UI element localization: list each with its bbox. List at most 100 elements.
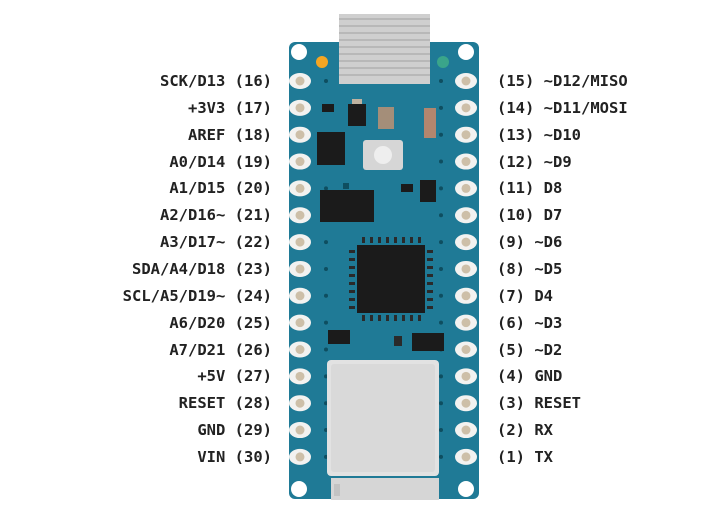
heatsink-fin	[339, 60, 430, 62]
mcu-pin	[402, 237, 405, 243]
pin-number: (18)	[234, 125, 272, 144]
left-pin-label: AREF (18)	[188, 125, 272, 145]
heatsink-fin	[339, 74, 430, 76]
right-pin-label: (1) TX	[497, 447, 553, 467]
right-pin-label: (10) D7	[497, 205, 562, 225]
smd-part	[394, 336, 402, 346]
left-pin-pad	[289, 260, 311, 277]
reset-button-cap	[374, 146, 392, 164]
pin-number: (17)	[234, 98, 272, 117]
right-pin-pad	[455, 448, 477, 465]
left-pin-label: A1/D15 (20)	[169, 178, 272, 198]
pin-name: A0/D14	[169, 152, 226, 171]
pin-number: (4)	[497, 367, 525, 386]
mcu-chip	[357, 245, 425, 313]
right-pin-label: (3) RESET	[497, 393, 581, 413]
pin-name: AREF	[188, 125, 226, 144]
right-pin-pad	[455, 368, 477, 385]
pin-name: ~D2	[534, 340, 563, 359]
pad-hole	[461, 398, 471, 408]
pin-number: (22)	[234, 233, 272, 252]
mosfet	[420, 180, 436, 202]
mcu-pin	[370, 237, 373, 243]
right-pin-pad	[455, 341, 477, 358]
pad-hole	[295, 76, 305, 86]
regulator-tab	[352, 99, 362, 104]
mcu-pin	[427, 274, 433, 277]
left-pin-label: +3V3 (17)	[188, 98, 272, 118]
pin-number: (6)	[497, 313, 525, 332]
left-pin-label: A7/D21 (26)	[169, 340, 272, 360]
right-pin-label: (14) ~D11/MOSI	[497, 98, 628, 118]
inductor	[378, 107, 394, 129]
left-pin-pad	[289, 395, 311, 412]
left-pin-pad	[289, 368, 311, 385]
right-pin-pad	[455, 153, 477, 170]
via-dot	[324, 186, 328, 191]
right-pin-label: (4) GND	[497, 366, 562, 386]
heatsink-overlap	[339, 42, 430, 84]
mcu-pin	[378, 237, 381, 243]
right-pin-pad	[455, 126, 477, 143]
heatsink-fin	[339, 18, 430, 20]
pin-name: +5V	[197, 367, 226, 386]
pin-name: A6/D20	[169, 313, 226, 332]
pin-number: (13)	[497, 125, 535, 144]
pad-hole	[295, 237, 305, 247]
pin-name: GND	[534, 367, 563, 386]
pin-number: (9)	[497, 233, 525, 252]
mcu-pin	[394, 237, 397, 243]
left-pin-pad	[289, 287, 311, 304]
left-pin-label: GND (29)	[197, 420, 272, 440]
smd-part	[322, 104, 334, 112]
pad-hole	[461, 76, 471, 86]
heatsink-fin	[339, 46, 430, 48]
right-pin-label: (12) ~D9	[497, 152, 572, 172]
pin-name: ~D6	[534, 233, 563, 252]
via-dot	[439, 132, 443, 137]
via-dot	[343, 183, 349, 189]
via-dot	[439, 401, 443, 406]
mcu-pin	[427, 290, 433, 293]
left-pin-pad	[289, 73, 311, 89]
pin-number: (10)	[497, 206, 535, 225]
mcu-pin	[349, 282, 355, 285]
pad-hole	[461, 291, 471, 301]
pin-number: (7)	[497, 286, 525, 305]
left-pin-pad	[289, 314, 311, 331]
pad-hole	[295, 264, 305, 274]
mcu-pin	[427, 306, 433, 309]
pin-number: (20)	[234, 179, 272, 198]
pin-number: (26)	[234, 340, 272, 359]
mcu-pin	[418, 315, 421, 321]
pad-hole	[461, 371, 471, 381]
heatsink-fin	[339, 39, 430, 41]
status-led	[437, 56, 449, 68]
right-pin-pad	[455, 99, 477, 116]
left-pin-label: +5V (27)	[197, 366, 272, 386]
pad-hole	[295, 291, 305, 301]
pad-hole	[295, 398, 305, 408]
right-pin-pad	[455, 234, 477, 251]
left-pin-label: A3/D17~ (22)	[160, 232, 272, 252]
pad-hole	[295, 157, 305, 167]
pin-name: ~D3	[534, 313, 563, 332]
pin-name: +3V3	[188, 98, 226, 117]
radio-module-shield	[331, 364, 435, 472]
pin-number: (16)	[234, 72, 272, 90]
mcu-pin	[394, 315, 397, 321]
pad-hole	[295, 210, 305, 220]
pin-number: (19)	[234, 152, 272, 171]
left-pin-pad	[289, 180, 311, 197]
sensor-chip	[412, 333, 444, 351]
mcu-pin	[427, 258, 433, 261]
right-pin-label: (7) D4	[497, 286, 553, 306]
pin-name: RESET	[534, 394, 582, 413]
pin-number: (14)	[497, 98, 535, 117]
pin-number: (28)	[234, 394, 272, 413]
left-pin-pad	[289, 341, 311, 358]
pin-name: A2/D16~	[160, 206, 226, 225]
via-dot	[324, 293, 328, 298]
left-pin-label: SCK/D13 (16)	[160, 71, 272, 91]
mcu-pin	[410, 237, 413, 243]
